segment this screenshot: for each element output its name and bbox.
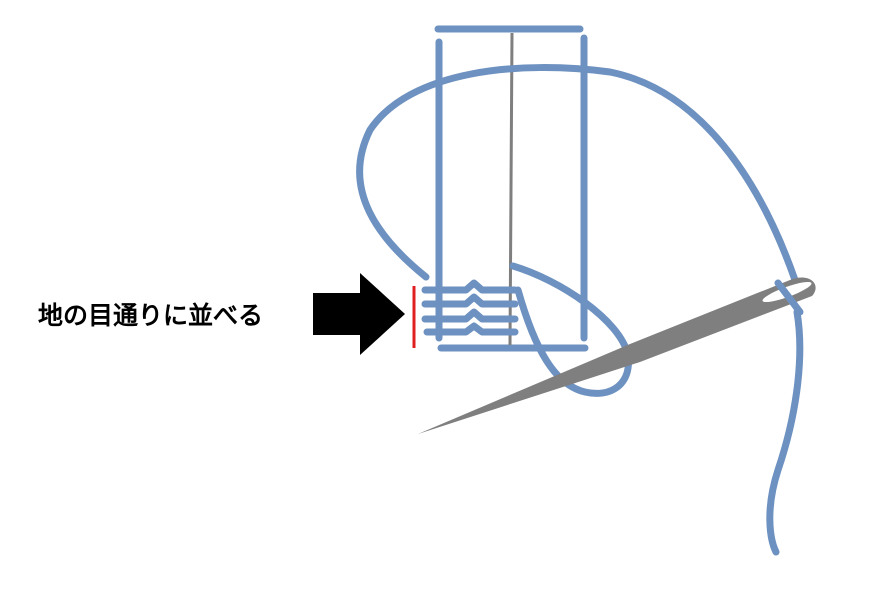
needle (418, 277, 816, 434)
thread-loop (356, 64, 799, 284)
grain-label: 地の目通りに並べる (38, 301, 264, 330)
fold-line (508, 32, 514, 346)
thread-through-eye (774, 279, 804, 316)
arrow-icon (313, 273, 405, 355)
thread-small-loop (509, 262, 632, 397)
hem-stitches (421, 279, 519, 336)
thread-tail (766, 308, 804, 556)
